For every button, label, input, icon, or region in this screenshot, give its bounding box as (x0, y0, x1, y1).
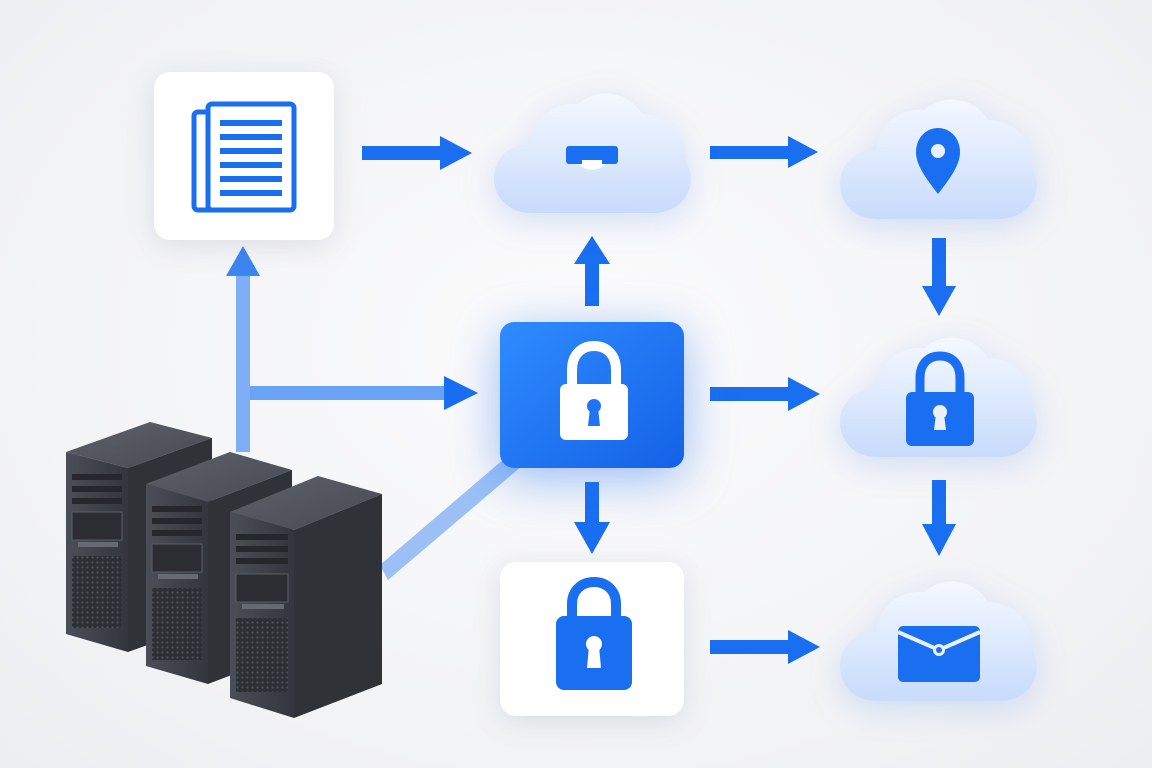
cloud-top-middle[interactable] (494, 93, 691, 213)
servers-hub-link (380, 452, 522, 580)
arrow-servers-to-document (226, 246, 260, 452)
arrow-document-to-cloud (362, 136, 472, 170)
server-rack-group (66, 422, 382, 718)
arrow-cloud-to-location-cloud (710, 136, 818, 168)
location-pin-icon (916, 128, 960, 194)
encryption-hub[interactable] (500, 322, 684, 468)
arrow-hub-to-lock-cloud (710, 377, 820, 411)
arrow-lock-cloud-down (922, 480, 956, 556)
arrow-lock-card-to-briefcase-cloud (710, 630, 820, 664)
padlock-icon (906, 351, 974, 446)
cloud-top-right[interactable] (840, 99, 1037, 219)
cloud-middle-right[interactable] (840, 337, 1037, 457)
arrow-hub-down (574, 482, 610, 554)
arrow-location-cloud-down (922, 238, 956, 316)
document-icon (191, 101, 297, 213)
document-card[interactable] (154, 72, 334, 240)
padlock-icon (556, 576, 632, 690)
lock-card[interactable] (500, 562, 684, 716)
arrow-servers-to-hub (250, 376, 478, 410)
briefcase-icon (897, 626, 981, 682)
server-rack-icon (230, 476, 382, 718)
arrow-hub-up (574, 236, 610, 306)
tray-icon (566, 146, 618, 170)
connectors (226, 136, 956, 664)
padlock-icon (560, 340, 628, 440)
cloud-bottom-right[interactable] (840, 581, 1037, 701)
